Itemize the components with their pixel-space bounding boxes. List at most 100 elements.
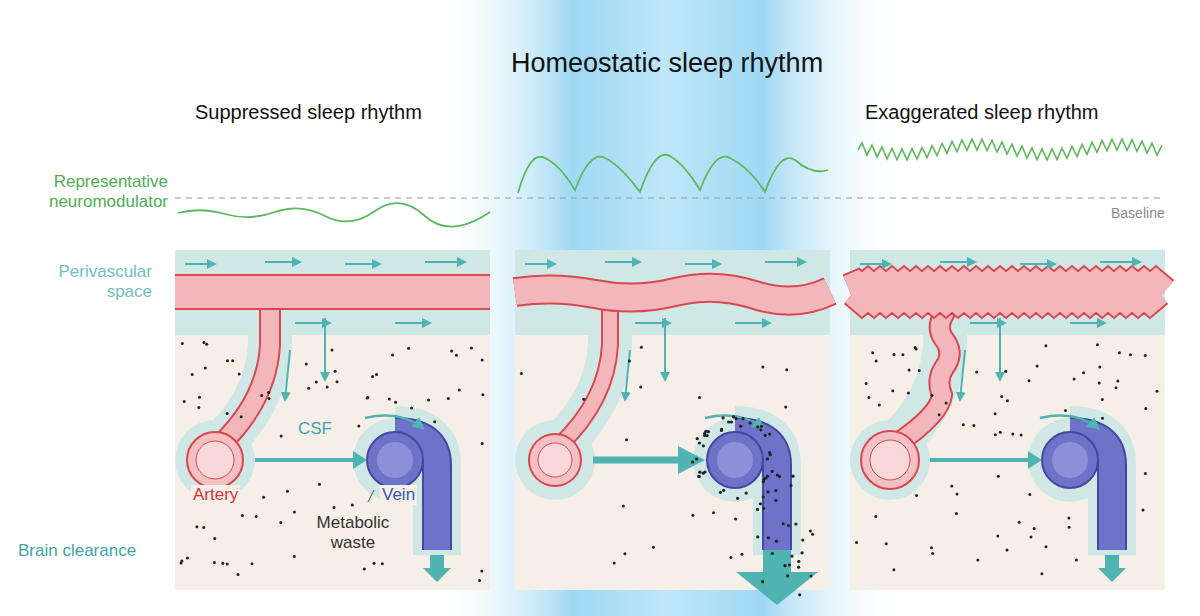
waste-dot — [410, 407, 413, 410]
waste-dot — [703, 432, 706, 435]
waste-dot — [907, 391, 910, 394]
waste-dot — [1144, 407, 1147, 410]
row-label: Brain clearance — [18, 541, 136, 561]
waste-dot — [226, 412, 229, 415]
waste-dot — [962, 423, 965, 426]
waste-dot — [732, 415, 735, 418]
waste-label: Metabolic waste — [303, 513, 403, 552]
waste-dot — [745, 492, 748, 495]
waste-dot — [776, 474, 779, 477]
waste-dot — [331, 348, 334, 351]
waste-dot — [373, 562, 376, 565]
waste-dot — [481, 359, 484, 362]
waste-dot — [712, 511, 715, 514]
waste-dot — [1004, 370, 1007, 373]
region-label: Perivascular space — [42, 262, 152, 301]
waste-dot — [628, 360, 631, 363]
waste-dot — [334, 370, 337, 373]
waste-dot — [727, 420, 730, 423]
waste-dot — [734, 518, 737, 521]
waste-dot — [391, 353, 394, 356]
waste-dot — [1006, 399, 1009, 402]
waste-dot — [191, 373, 194, 376]
waste-dot — [267, 391, 270, 394]
waste-dot — [639, 386, 642, 389]
waste-dot — [885, 542, 888, 545]
waste-dot — [707, 430, 710, 433]
artery-label: Artery — [191, 485, 240, 505]
waste-dot — [798, 593, 801, 596]
waste-dot — [875, 360, 878, 363]
waste-dot — [791, 475, 794, 478]
waste-dot — [782, 522, 785, 525]
waste-dot — [938, 413, 941, 416]
waste-dot — [762, 478, 765, 481]
waste-dot — [740, 553, 743, 556]
waste-dot — [786, 574, 789, 577]
waste-dot — [613, 562, 616, 565]
waste-dot — [366, 396, 369, 399]
waste-dot — [720, 429, 723, 432]
waste-dot — [481, 393, 484, 396]
waste-dot — [691, 514, 694, 517]
waste-dot — [749, 421, 752, 424]
waste-dot — [204, 367, 207, 370]
waste-dot — [794, 522, 797, 525]
waste-dot — [702, 444, 705, 447]
waste-dot — [742, 417, 745, 420]
waste-dot — [874, 515, 877, 518]
waste-dot — [447, 397, 450, 400]
waste-dot — [640, 346, 643, 349]
waste-dot — [1045, 545, 1048, 548]
waste-dot — [764, 434, 767, 437]
waste-dot — [720, 428, 723, 431]
waste-dot — [787, 524, 790, 527]
waste-dot — [1142, 509, 1145, 512]
waste-dot — [305, 362, 308, 365]
waste-dot — [205, 343, 208, 346]
waste-dot — [1006, 549, 1009, 552]
waste-dot — [582, 398, 585, 401]
waste-dot — [197, 406, 200, 409]
waste-dot — [771, 470, 774, 473]
waste-dot — [867, 396, 870, 399]
waste-dot — [351, 504, 354, 507]
waste-dot — [801, 551, 804, 554]
waste-dot — [931, 552, 934, 555]
waste-dot — [760, 425, 763, 428]
waste-dot — [181, 342, 184, 345]
waste-dot — [759, 428, 762, 431]
waste-dot — [976, 559, 979, 562]
waste-dot — [739, 425, 742, 428]
waste-dot — [767, 490, 770, 493]
waste-dot — [719, 491, 722, 494]
waste-dot — [427, 399, 430, 402]
waste-dot — [458, 388, 461, 391]
waste-dot — [729, 556, 732, 559]
waste-dot — [698, 441, 701, 444]
waste-dot — [1040, 572, 1043, 575]
waste-dot — [1116, 380, 1119, 383]
waste-dot — [1020, 433, 1023, 436]
waste-dot — [706, 434, 709, 437]
waste-dot — [625, 438, 628, 441]
waste-dot — [183, 400, 186, 403]
waste-dot — [730, 420, 733, 423]
waste-dot — [381, 562, 384, 565]
waste-dot — [1018, 521, 1021, 524]
waste-dot — [366, 397, 369, 400]
waste-dot — [722, 489, 725, 492]
waste-dot — [695, 457, 698, 460]
waste-dot — [450, 349, 453, 352]
waste-dot — [775, 540, 778, 543]
waste-dot — [186, 557, 189, 560]
waste-dot — [930, 546, 933, 549]
diagram-title: Homeostatic sleep rhythm — [511, 48, 823, 79]
waste-dot — [1067, 517, 1070, 520]
waste-dot — [1118, 351, 1121, 354]
waste-dot — [865, 382, 868, 385]
waste-dot — [1044, 344, 1047, 347]
waste-dot — [892, 568, 895, 571]
waste-dot — [470, 347, 473, 350]
